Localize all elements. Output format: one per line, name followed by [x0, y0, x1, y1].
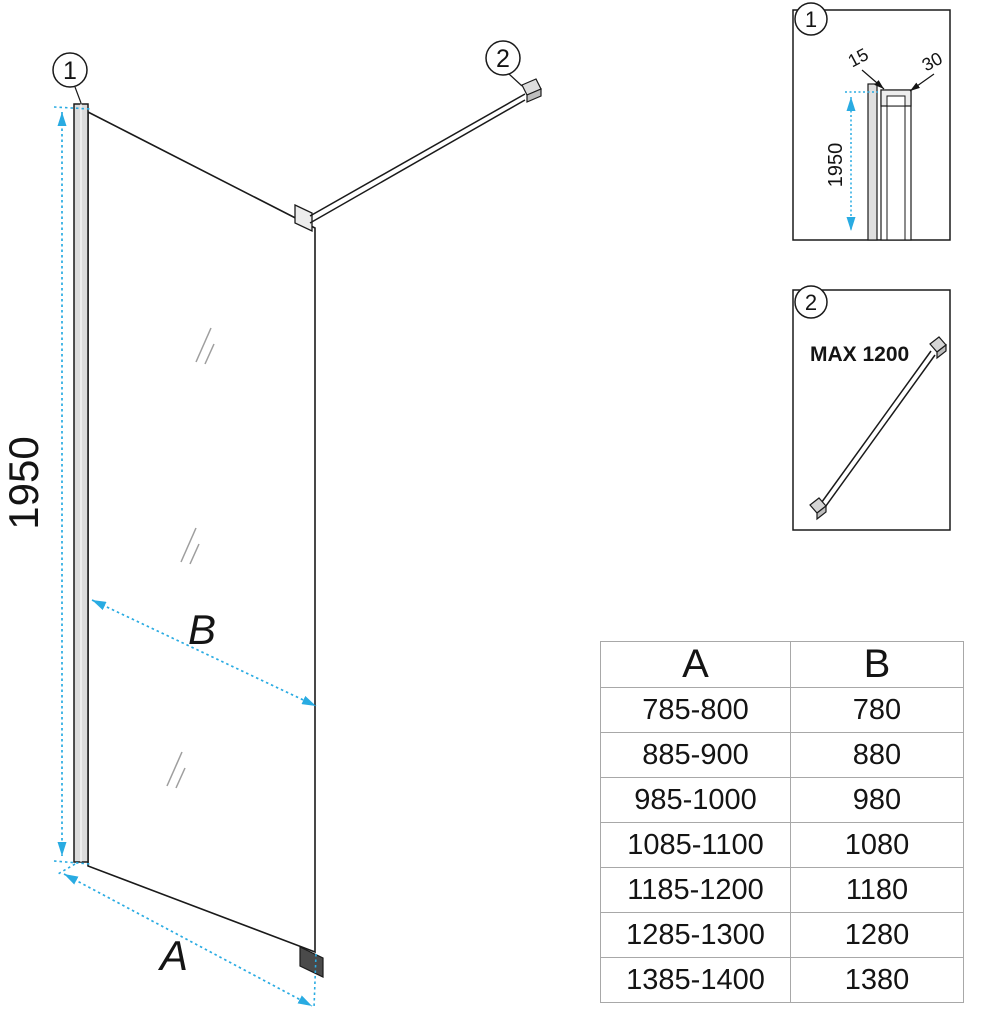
detail-2-bar-top-fitting-side: [936, 343, 947, 360]
height-dimension-label: 1950: [0, 436, 47, 529]
cell-b: 1380: [790, 957, 964, 1003]
detail-2-bar-bottom-fitting-side: [816, 504, 827, 521]
cell-a: 985-1000: [600, 777, 791, 823]
main-view: 1 2 1950 B A: [0, 40, 542, 1009]
glass-width-dimension: B: [91, 599, 317, 707]
table-header-row: A B: [600, 641, 964, 688]
size-table: A B 785-800 780 885-900 880 985-1000 980…: [600, 641, 964, 1003]
detail-1-callout-number: 1: [805, 7, 817, 32]
table-row: 1185-1200 1180: [600, 867, 964, 913]
detail-2-bar: [809, 336, 947, 521]
cell-a: 1285-1300: [600, 912, 791, 958]
glass-shine-marks: [166, 327, 215, 789]
cell-a: 885-900: [600, 732, 791, 778]
glass-panel: [87, 110, 316, 954]
total-width-dimension-label: A: [157, 932, 188, 979]
column-header-a: A: [600, 641, 791, 688]
cell-a: 1185-1200: [600, 867, 791, 913]
callout-1-circle: [52, 52, 88, 88]
cell-b: 880: [790, 732, 964, 778]
support-bar: [309, 93, 526, 224]
detail-2-callout-circle: [794, 285, 828, 319]
height-dimension: 1950: [0, 106, 91, 865]
table-row: 1285-1300 1280: [600, 912, 964, 958]
cell-a: 785-800: [600, 687, 791, 733]
detail-1-height-label: 1950: [825, 143, 847, 188]
callout-2-number: 2: [496, 45, 510, 73]
total-width-dimension: A: [57, 863, 317, 1009]
detail-1: 1 15 30 1950: [792, 2, 951, 241]
detail-2-frame: [792, 289, 951, 531]
bar-glass-clamp: [294, 203, 313, 233]
callout-2: 2: [485, 40, 523, 87]
callout-1-number: 1: [63, 57, 77, 85]
detail-1-callout-circle: [794, 2, 828, 36]
cell-a: 1085-1100: [600, 822, 791, 868]
detail-1-profile: [867, 83, 912, 241]
table-row: 1085-1100 1080: [600, 822, 964, 868]
cell-b: 1080: [790, 822, 964, 868]
cell-a: 1385-1400: [600, 957, 791, 1003]
cell-b: 1180: [790, 867, 964, 913]
callout-1: 1: [52, 52, 88, 104]
cell-b: 1280: [790, 912, 964, 958]
table-row: 1385-1400 1380: [600, 957, 964, 1003]
column-header-b: B: [790, 641, 964, 688]
callout-2-circle: [485, 40, 521, 76]
detail-2-max-length-label: MAX 1200: [810, 343, 909, 366]
table-row: 985-1000 980: [600, 777, 964, 823]
detail-2: 2 MAX 1200: [792, 285, 951, 531]
detail-2-callout-number: 2: [805, 290, 817, 315]
bar-wall-bracket: [521, 78, 542, 103]
cell-b: 980: [790, 777, 964, 823]
glass-width-dimension-label: B: [188, 606, 216, 653]
detail-1-height-dim: 1950: [825, 91, 878, 231]
table-row: 885-900 880: [600, 732, 964, 778]
table-row: 785-800 780: [600, 687, 964, 733]
size-table-grid: A B 785-800 780 885-900 880 985-1000 980…: [600, 641, 964, 1003]
cell-b: 780: [790, 687, 964, 733]
